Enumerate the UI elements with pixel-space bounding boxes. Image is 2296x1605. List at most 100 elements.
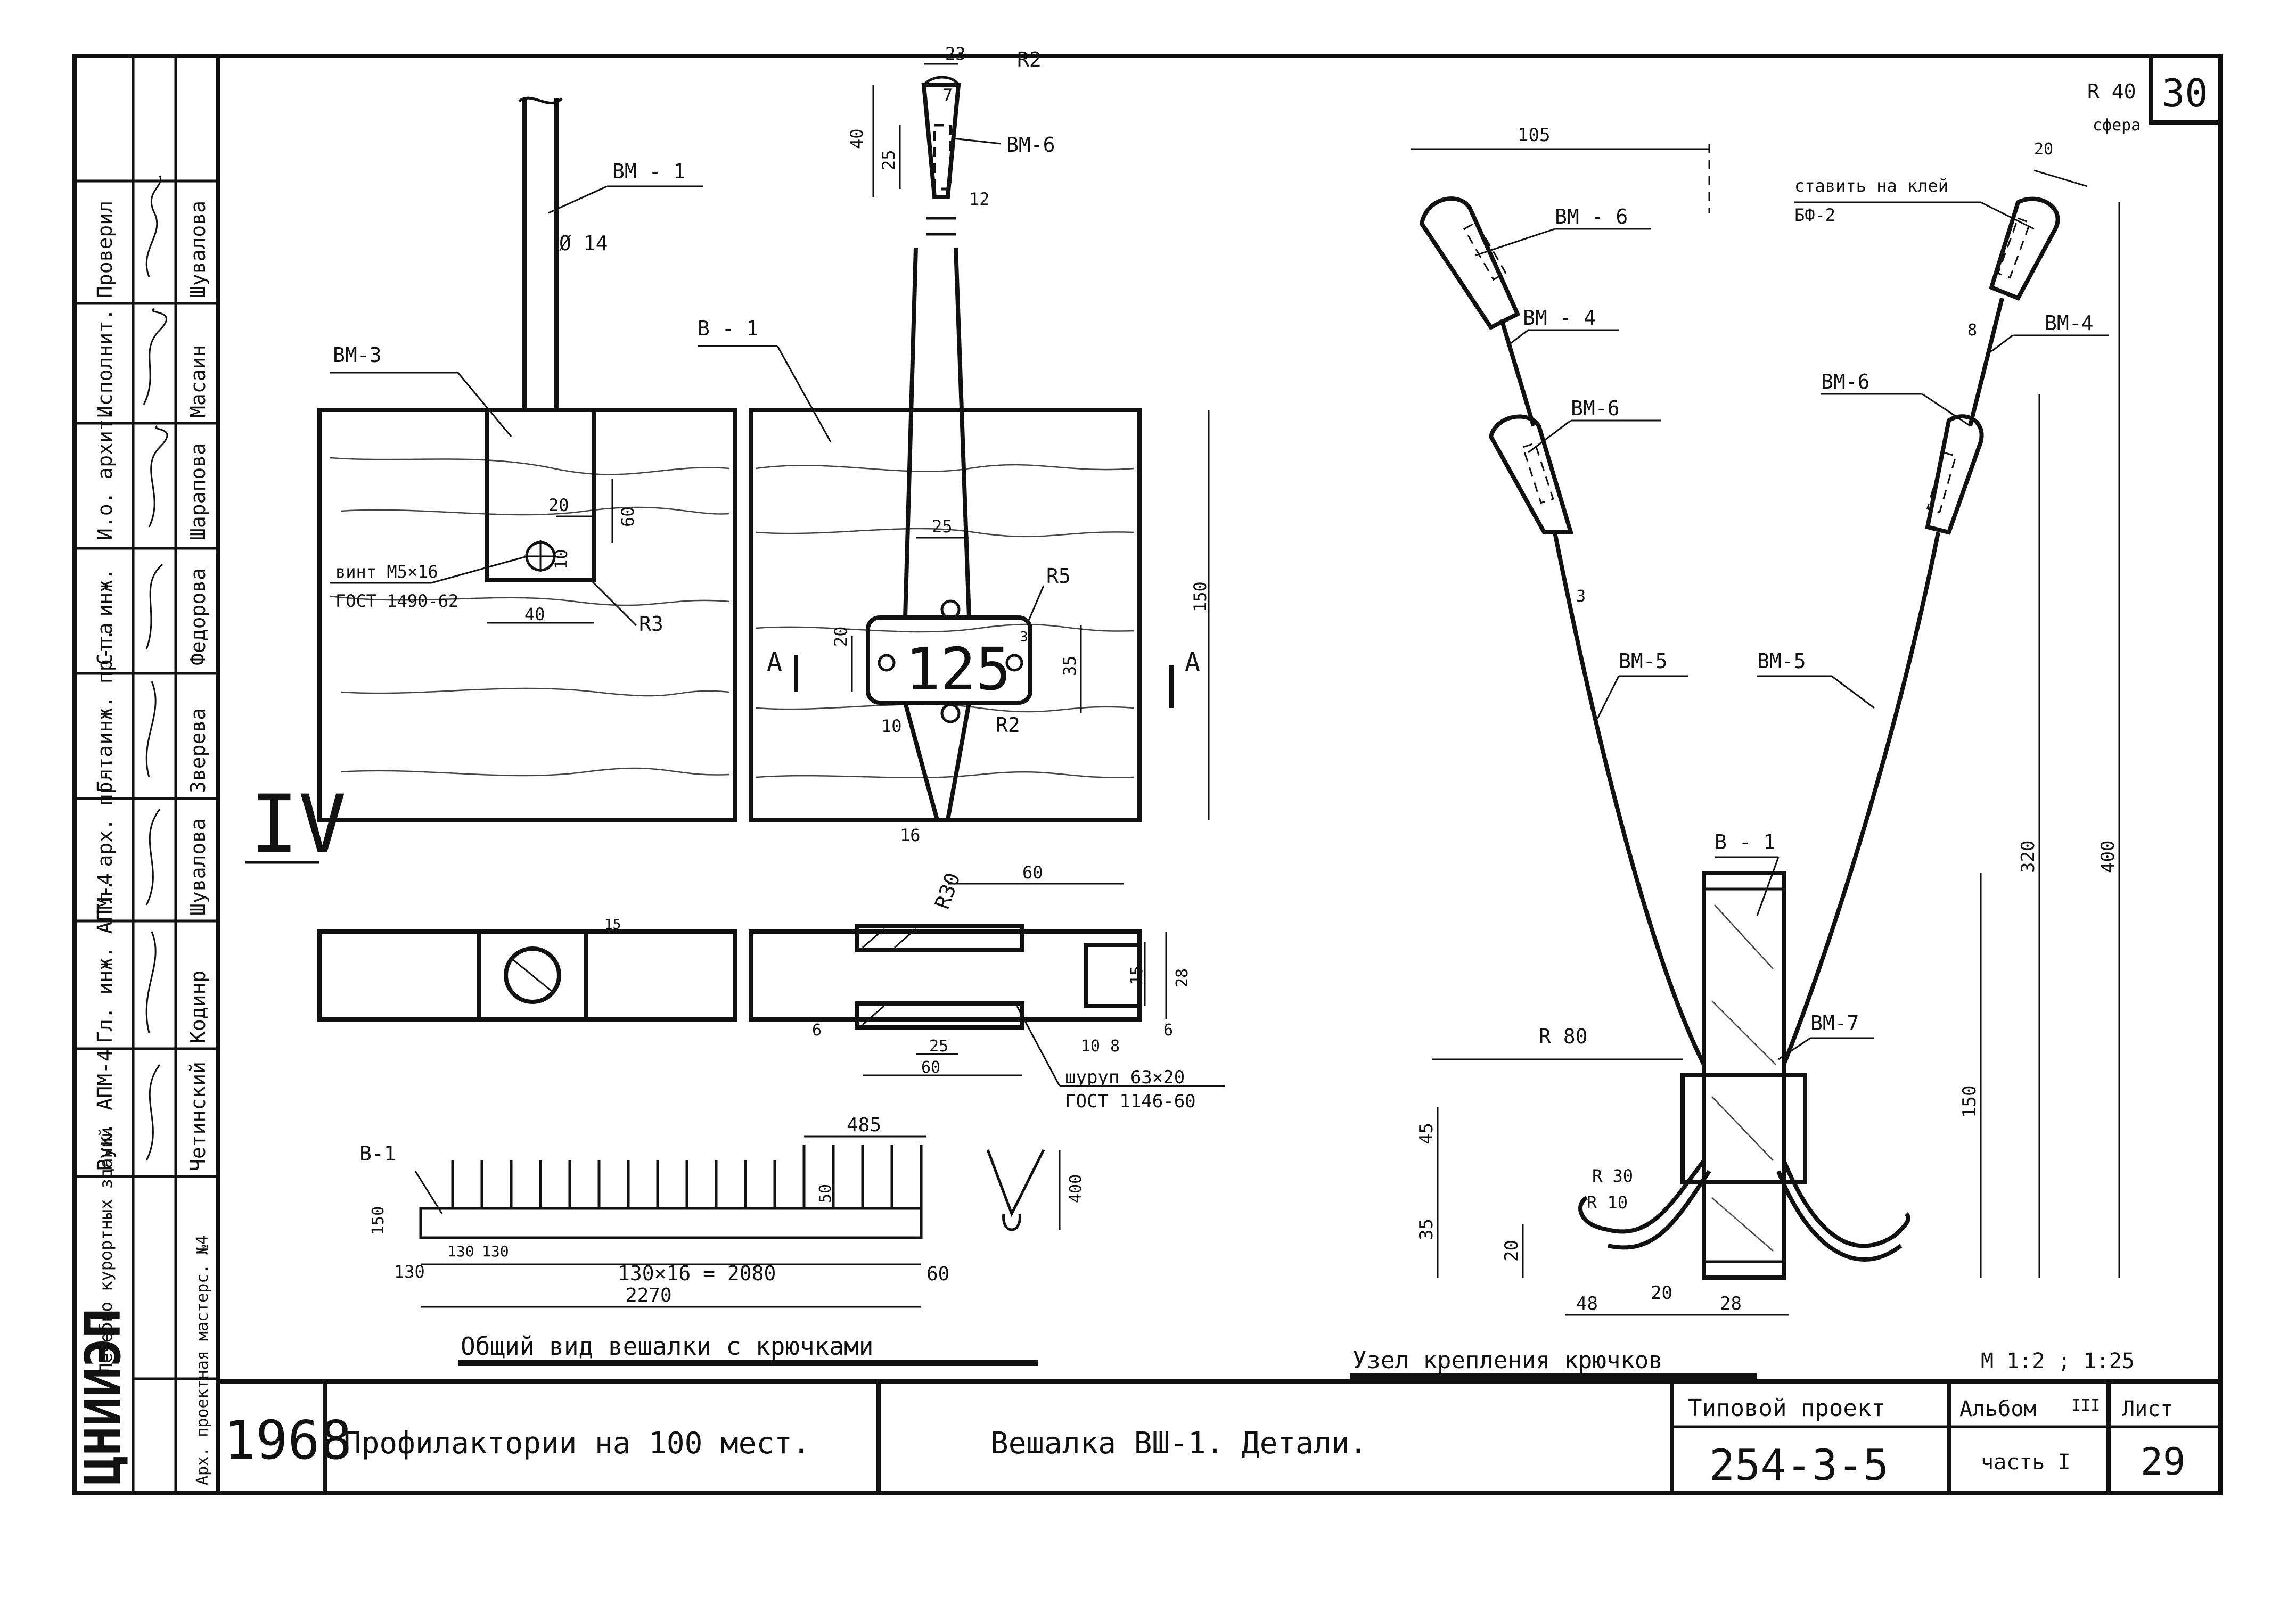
dim-20-plate: 20 bbox=[831, 626, 851, 647]
bracket-bm3 bbox=[485, 408, 596, 582]
general-dim-485: 485 bbox=[847, 1114, 881, 1136]
dim-16: 16 bbox=[900, 825, 921, 845]
title-sheet-value: 29 bbox=[2141, 1440, 2185, 1484]
dim-10-bm3: 10 bbox=[551, 549, 571, 570]
stamp-name-6: Кодинр bbox=[186, 970, 210, 1043]
general-view: В-1 485 150 50 130 130 130 130×16 = 2080… bbox=[359, 1114, 1085, 1366]
node-bm4-b: ВМ-4 bbox=[2045, 311, 2094, 335]
node-right-tip-upper-hole bbox=[1997, 217, 2031, 279]
title-project-name: Профилактории на 100 мест. bbox=[343, 1426, 810, 1461]
leader-r3 bbox=[590, 579, 637, 627]
stamp-separators bbox=[75, 179, 218, 1380]
node-dim-105: 105 bbox=[1518, 125, 1550, 146]
dim-60-bottom: 60 bbox=[1022, 862, 1043, 883]
plate-hole-left bbox=[878, 654, 896, 672]
stamp-name-7: Четинский bbox=[186, 1061, 210, 1171]
node-r30: R 30 bbox=[1592, 1166, 1633, 1186]
leader-screw bbox=[431, 555, 528, 584]
node-dim-150: 150 bbox=[1959, 1085, 1980, 1118]
general-dim-400: 400 bbox=[1067, 1174, 1085, 1203]
label-screw: винт М5×16 bbox=[335, 562, 438, 582]
node-r80: R 80 bbox=[1539, 1025, 1588, 1048]
side-dim-28: 28 bbox=[1173, 968, 1192, 987]
node-left-tip-lower bbox=[1488, 414, 1574, 534]
stamp-name-3: Федорова bbox=[186, 568, 210, 665]
dim-3-plate: 3 bbox=[1020, 629, 1028, 645]
node-bm4-a: ВМ - 4 bbox=[1523, 306, 1596, 330]
dim-25-plate: 25 bbox=[932, 516, 953, 537]
plate-hole-right bbox=[1005, 654, 1023, 672]
general-hooks bbox=[451, 1145, 923, 1208]
node-dim-400: 400 bbox=[2097, 841, 2119, 873]
side-clamp-hatch-3 bbox=[862, 1005, 884, 1026]
node-bm6-b: ВМ-6 bbox=[1571, 397, 1620, 420]
side-board-left bbox=[317, 929, 737, 1022]
general-label-b1: В-1 bbox=[359, 1142, 396, 1165]
stamp-role-0: Проверил bbox=[93, 201, 117, 298]
general-board bbox=[419, 1207, 923, 1239]
top-view-labels: ВМ - 1 Ø 14 ВМ-3 В - 1 ВМ-6 винт М5×16 Г… bbox=[333, 48, 1071, 912]
stamp-role-7: Рук. АПМ-4 bbox=[93, 1049, 117, 1171]
general-caption: Общий вид вешалки с крючками bbox=[461, 1332, 873, 1361]
node-board-grain-3 bbox=[1711, 1096, 1774, 1161]
top-view-dims: 23 7 40 25 12 20 60 10 40 25 20 35 3 10 … bbox=[487, 44, 1210, 885]
node-dim-45: 45 bbox=[1416, 1123, 1437, 1145]
dim-35-plate: 35 bbox=[1060, 655, 1080, 676]
node-board-grain-1 bbox=[1714, 904, 1774, 969]
dim-40-bm3: 40 bbox=[524, 604, 545, 624]
side-rod-section bbox=[504, 946, 561, 1004]
title-type-project-number: 254-3-5 bbox=[1709, 1441, 1889, 1490]
sheet-number: 30 bbox=[2162, 71, 2208, 116]
signature-scribbles bbox=[143, 175, 168, 1161]
plate-number: 125 bbox=[905, 635, 1011, 703]
side-dim-6-right: 6 bbox=[1163, 1021, 1173, 1040]
node-left-tip-upper bbox=[1419, 196, 1521, 331]
stamp-name-0: Шувалова bbox=[186, 201, 210, 298]
top-view: 125 А А ВМ - 1 Ø 14 ВМ-3 В - 1 ВМ-6 винт… bbox=[317, 44, 1210, 912]
stamp-role-2: И.о. архит. bbox=[93, 406, 117, 540]
node-leaders bbox=[1474, 201, 2109, 1060]
stamp-name-4: Зверева bbox=[186, 708, 210, 793]
rod-bm1-break bbox=[518, 96, 563, 104]
dim-7: 7 bbox=[942, 85, 953, 105]
general-dim-130-b: 130 bbox=[447, 1242, 474, 1260]
side-dim-15: 15 bbox=[1128, 966, 1146, 985]
node-board-grain-4 bbox=[1711, 1197, 1774, 1252]
node-dim-20-bottom: 20 bbox=[1651, 1282, 1672, 1304]
general-dim-2270: 2270 bbox=[626, 1285, 672, 1306]
node-b1: В - 1 bbox=[1715, 830, 1775, 854]
stamp-role-8: Лечебно курортных зданий bbox=[96, 1127, 116, 1373]
node-bm6-a: ВМ - 6 bbox=[1555, 205, 1628, 228]
node-dim-20-side: 20 bbox=[1501, 1240, 1522, 1262]
node-left-rod-bm5 bbox=[1553, 532, 1706, 1066]
board-break bbox=[734, 410, 752, 820]
side-rod-hatch bbox=[511, 957, 554, 994]
leader-bm6 bbox=[953, 137, 1002, 145]
node-dim-28: 28 bbox=[1720, 1293, 1742, 1314]
title-year: 1968 bbox=[224, 1409, 352, 1471]
title-album-label: Альбом bbox=[1959, 1397, 2037, 1421]
label-r2-top: R2 bbox=[1017, 48, 1042, 71]
general-formula: 130×16 = 2080 bbox=[618, 1262, 776, 1285]
stamp-name-5: Шувалова bbox=[186, 818, 210, 916]
node-board-cap-top bbox=[1702, 871, 1785, 891]
general-leader-b1 bbox=[414, 1171, 443, 1214]
stamp-role-5: Гл. арх. пр-та bbox=[93, 745, 117, 916]
side-end-block bbox=[1084, 943, 1142, 1008]
dim-20-bm3: 20 bbox=[548, 495, 569, 515]
label-gost-screw: ГОСТ 1490-62 bbox=[335, 591, 458, 611]
label-wood-screw: шуруп 63×20 bbox=[1065, 1067, 1185, 1088]
stamp-name-2: Шарапова bbox=[186, 443, 210, 540]
stamp-role-3: Ст. инж. bbox=[93, 568, 117, 665]
side-bracket bbox=[477, 929, 588, 1022]
general-dim-130-c: 130 bbox=[482, 1242, 509, 1260]
tip-bm6-top-curve bbox=[923, 76, 960, 86]
side-dim-25: 25 bbox=[929, 1037, 948, 1056]
leader-r5 bbox=[1027, 585, 1045, 623]
label-r5: R5 bbox=[1046, 564, 1071, 588]
dim-60-bm3: 60 bbox=[618, 506, 638, 527]
side-clamp-hatch-2 bbox=[894, 928, 916, 949]
stamp-name-1: Масаин bbox=[186, 345, 210, 418]
dim-150: 150 bbox=[1190, 581, 1210, 612]
